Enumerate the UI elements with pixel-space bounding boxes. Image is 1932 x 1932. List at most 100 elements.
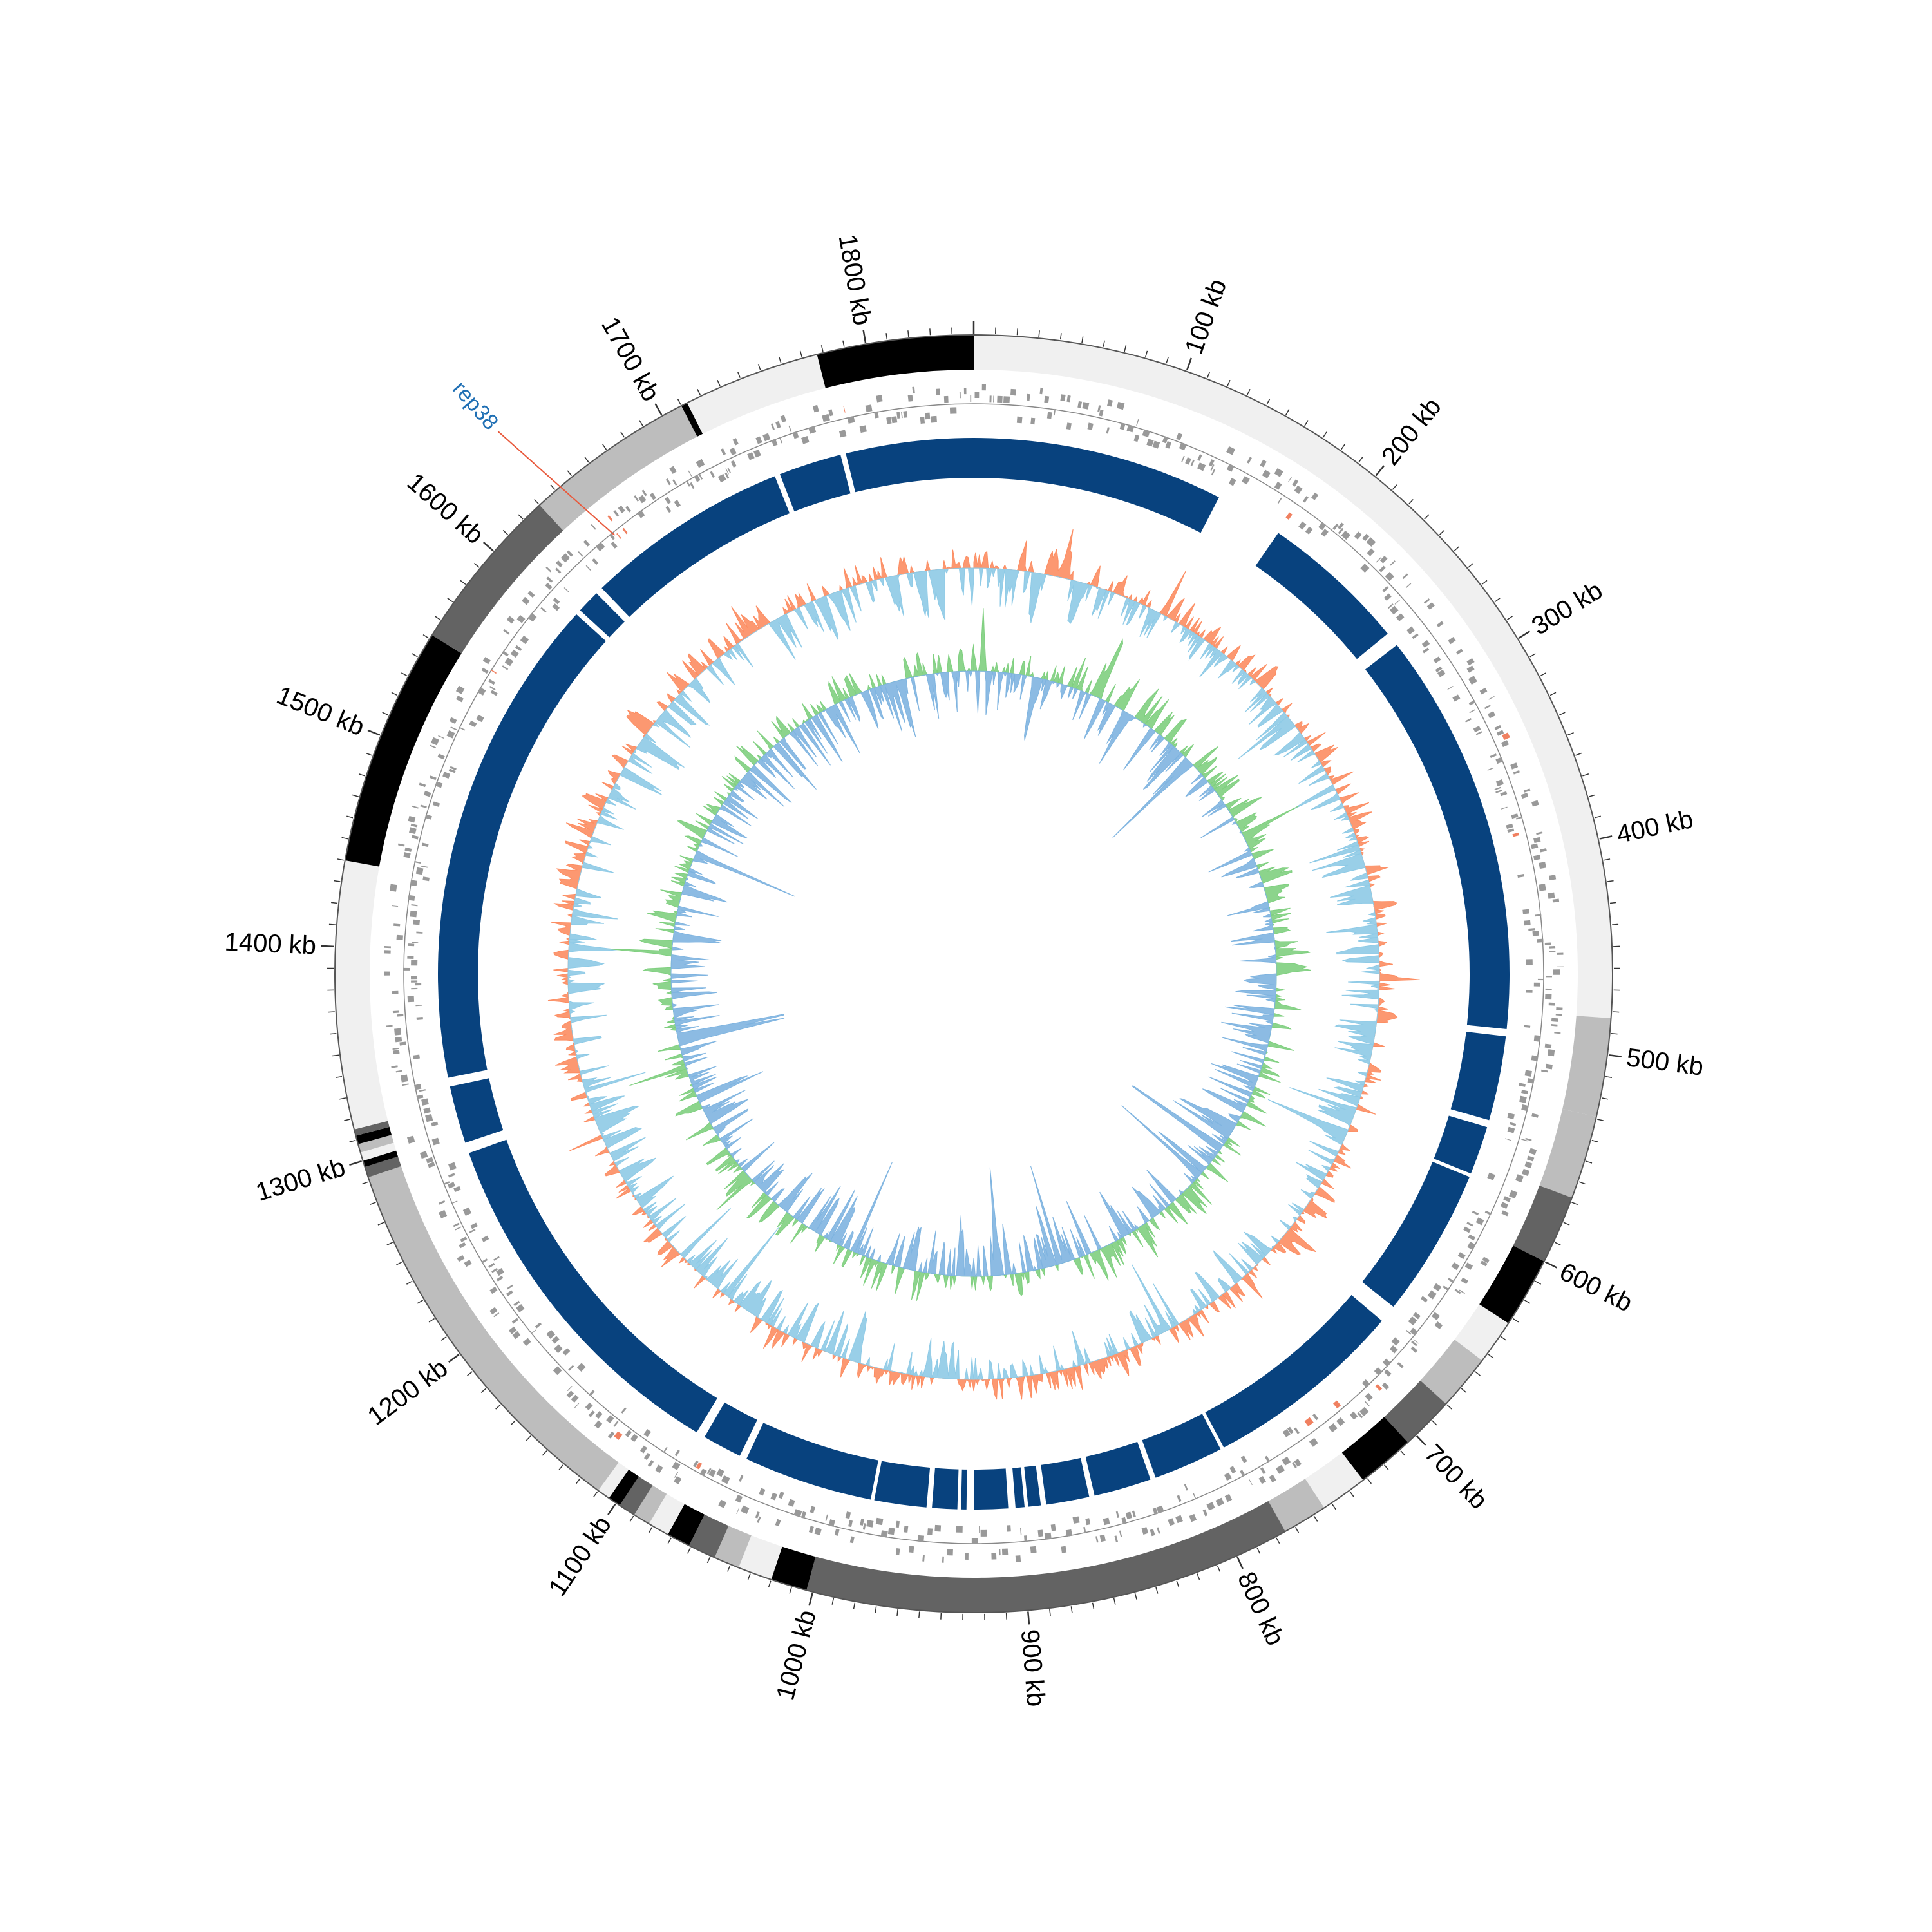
gene-feature-343	[759, 1488, 766, 1496]
minor-tick	[502, 529, 509, 535]
gene-feature-374	[595, 1411, 603, 1419]
tick-label-1700: 1700 kb	[596, 312, 665, 406]
minor-tick	[412, 653, 418, 658]
gene-feature-282	[1121, 1517, 1127, 1525]
gene-feature-599	[843, 406, 846, 413]
gene-feature-165	[1556, 1007, 1563, 1011]
gene-feature-79	[1402, 573, 1408, 580]
gene-feature-94	[1433, 656, 1441, 664]
gene-feature-22	[1107, 399, 1113, 407]
gene-feature-113	[1496, 730, 1504, 736]
gene-feature-582	[747, 452, 755, 460]
gene-feature-214	[1459, 1289, 1465, 1294]
minor-tick	[648, 1527, 653, 1533]
gene-feature-27	[1136, 419, 1139, 426]
major-tick	[482, 542, 494, 552]
gene-feature-320	[887, 1527, 895, 1535]
gene-feature-61	[1305, 526, 1313, 535]
gene-feature-28	[1133, 434, 1140, 442]
gene-feature-585	[762, 433, 771, 442]
gene-feature-324	[862, 1523, 866, 1530]
gene-feature-306	[979, 1526, 980, 1533]
minor-tick	[620, 431, 625, 438]
gene-feature-519	[502, 665, 509, 670]
gene-feature-516	[481, 667, 489, 674]
minor-tick	[768, 1580, 772, 1587]
gene-feature-513	[490, 690, 498, 696]
minor-tick	[1601, 1097, 1609, 1100]
gene-feature-605	[886, 417, 892, 424]
contig-segment-3	[1513, 1185, 1572, 1262]
gene-feature-219	[1420, 1296, 1428, 1303]
gene-feature-89	[1412, 633, 1419, 639]
minor-tick	[918, 1611, 920, 1618]
gene-feature-615	[936, 388, 940, 395]
minor-tick	[422, 634, 429, 639]
gene-feature-428	[419, 1151, 428, 1159]
gene-feature-192	[1524, 1161, 1533, 1169]
gene-feature-367	[625, 1430, 632, 1437]
minor-tick	[1488, 1354, 1494, 1359]
gene-feature-35	[1179, 442, 1187, 451]
gene-feature-170	[1554, 1032, 1561, 1034]
gene-feature-357	[674, 1472, 679, 1478]
gene-feature-287	[1099, 1534, 1106, 1542]
gene-feature-266	[1215, 1497, 1224, 1507]
minor-tick	[332, 1054, 339, 1057]
gene-feature-437	[414, 1084, 422, 1090]
gene-feature-557	[634, 495, 639, 502]
gene-feature-277	[1157, 1527, 1160, 1534]
minor-tick	[369, 1202, 376, 1206]
gene-feature-435	[416, 1094, 424, 1099]
gene-feature-600	[847, 415, 855, 424]
gene-feature-568	[689, 482, 695, 489]
gene-feature-593	[801, 436, 810, 444]
gene-feature-597	[828, 409, 833, 417]
gene-feature-432	[425, 1113, 433, 1122]
gene-feature-216	[1443, 1285, 1450, 1291]
gene-feature-25	[1119, 422, 1126, 430]
gene-feature-270	[1184, 1484, 1188, 1491]
gene-feature-414	[470, 1222, 478, 1229]
minor-tick	[1461, 1388, 1467, 1393]
gene-feature-195	[1487, 1172, 1495, 1180]
gene-feature-199	[1501, 1210, 1509, 1217]
gene-feature-291	[1072, 1516, 1080, 1524]
gene-feature-448	[386, 1025, 393, 1027]
contig-segment-19	[620, 1476, 653, 1515]
gene-feature-404	[491, 1267, 498, 1273]
gene-feature-338	[775, 1519, 781, 1527]
gene-feature-433	[423, 1107, 431, 1114]
gene-feature-14	[1060, 394, 1066, 402]
gene-feature-356	[674, 1476, 682, 1484]
gene-feature-256	[1264, 1455, 1271, 1463]
gene-feature-82	[1387, 603, 1394, 609]
gene-feature-543	[578, 551, 583, 557]
gene-feature-135	[1533, 837, 1541, 844]
gene-feature-384	[553, 1366, 562, 1376]
gene-feature-209	[1457, 1252, 1466, 1260]
gene-feature-350	[716, 1468, 724, 1477]
gene-feature-163	[1545, 994, 1552, 1000]
minor-tick	[1383, 1464, 1389, 1470]
gene-feature-149	[1532, 931, 1540, 936]
coverage-block-24	[846, 438, 974, 493]
gene-feature-469	[393, 923, 401, 927]
gene-feature-289	[1085, 1518, 1091, 1526]
gene-feature-235	[1381, 1382, 1390, 1390]
gene-feature-1	[981, 384, 987, 391]
minor-tick	[447, 598, 453, 603]
contig-segment-8	[1341, 1417, 1408, 1481]
contig-segment-14	[714, 1526, 752, 1568]
contig-track	[334, 334, 1613, 1613]
gene-feature-547	[591, 524, 596, 530]
gene-feature-45	[1226, 464, 1235, 472]
minor-tick	[1313, 1515, 1318, 1522]
gene-feature-210	[1464, 1262, 1473, 1270]
gene-feature-300	[1015, 1555, 1021, 1562]
gene-feature-198	[1500, 1202, 1508, 1209]
gene-feature-549	[609, 533, 616, 540]
gene-feature-37	[1185, 457, 1191, 465]
gene-feature-15	[1066, 395, 1071, 402]
